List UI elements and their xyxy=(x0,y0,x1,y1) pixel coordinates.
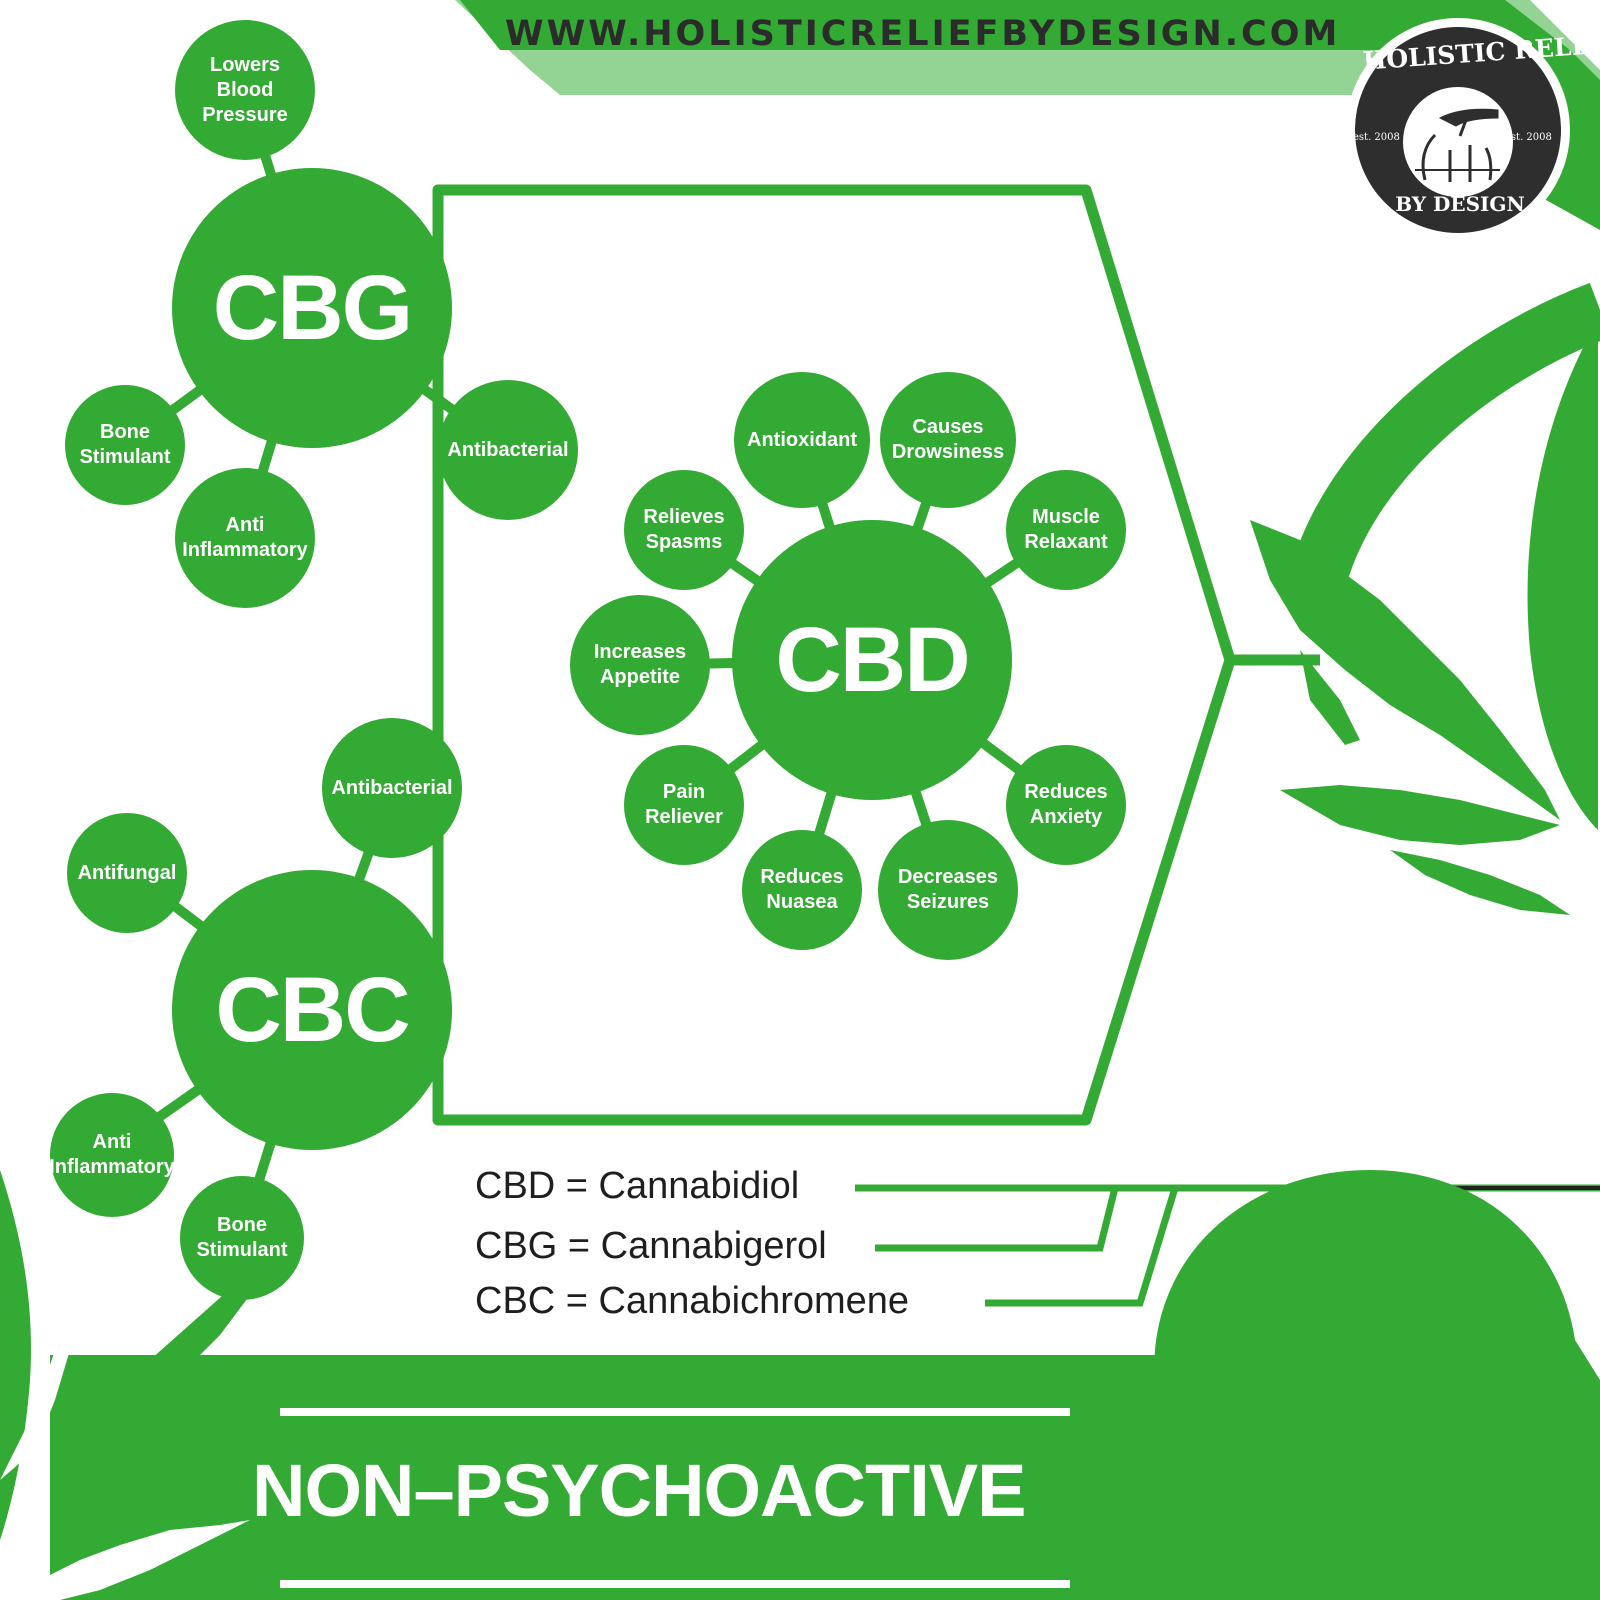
node-cbd-relieves-spasms xyxy=(624,470,744,590)
leaf-right-decoration xyxy=(1250,282,1600,915)
logo-est-left: est. 2008 xyxy=(1353,132,1400,143)
leaf-blade-white xyxy=(0,1520,250,1600)
banner-title: NON–PSYCHOACTIVE xyxy=(252,1449,1026,1532)
website-url[interactable]: WWW.HOLISTICRELIEFBYDESIGN.COM xyxy=(505,14,1341,54)
node-cbd xyxy=(732,520,1012,800)
cbd-benefit-relieves-spasms: Relieves Spasms xyxy=(643,506,725,553)
node-cbd-causes-drowsiness xyxy=(880,372,1016,508)
cbg-title: CBG xyxy=(212,257,413,359)
connector-line-cbg xyxy=(875,1187,1119,1252)
leaf-blade-left xyxy=(1250,520,1560,820)
node-cbd-pain-reliever xyxy=(624,745,744,865)
logo-plants-icon xyxy=(1415,133,1500,182)
logo-hand-shape xyxy=(1438,108,1499,127)
cbc-benefit-antifungal: Antifungal xyxy=(77,861,177,884)
banner-rule-bottom xyxy=(280,1580,1070,1588)
node-cbd-reduces-anxiety xyxy=(1006,745,1126,865)
banner-background xyxy=(50,1355,1200,1600)
leaf-blade-left-upper xyxy=(0,1170,31,1540)
node-cbd-muscle-relaxant xyxy=(1006,470,1126,590)
cbg-benefit-lowers-blood-pressure: Lowers Blood Pressure xyxy=(202,53,288,126)
logo-plant-stem-left xyxy=(1421,133,1437,181)
leaf-arc-decoration xyxy=(1286,282,1600,598)
cbg-benefit-antibacterial: Antibacterial xyxy=(447,438,569,461)
cbd-benefit-reduces-anxiety: Reduces Anxiety xyxy=(1024,781,1108,828)
logo-inner-circle xyxy=(1403,87,1513,197)
cbc-benefit-bone-stimulant: Bone Stimulant xyxy=(196,1214,288,1261)
cbd-benefit-pain-reliever: Pain Reliever xyxy=(645,781,723,828)
cbd-benefit-causes-drowsiness: Causes Drowsiness xyxy=(891,416,1005,463)
node-cbg xyxy=(172,168,452,448)
node-cbd-reduces-nuasea xyxy=(742,830,862,950)
head-silhouette xyxy=(1153,1170,1600,1600)
node-cbd-decreases-seizures xyxy=(878,820,1018,960)
logo-est-right: est. 2008 xyxy=(1505,132,1552,143)
cbc-title: CBC xyxy=(215,959,410,1061)
leaf-stem-detail xyxy=(1300,650,1360,745)
node-cbg-antibacterial xyxy=(438,380,578,520)
cbd-benefit-decreases-seizures: Decreases Seizures xyxy=(897,866,999,913)
cbc-benefit-antibacterial: Antibacterial xyxy=(331,776,453,799)
node-cbc-antifungal xyxy=(67,813,187,933)
logo-plant-stem-far xyxy=(1484,147,1493,181)
legend-cbg: CBG = Cannabigerol xyxy=(475,1225,827,1267)
leaf-bottom-left-decoration xyxy=(0,1170,275,1600)
node-cbc-bone-stimulant xyxy=(180,1176,304,1300)
leaf-blade-lower xyxy=(1280,785,1560,845)
connector-line-cbc xyxy=(985,1186,1179,1307)
logo-hand-icon xyxy=(1438,108,1499,137)
node-cbg-anti-inflammatory xyxy=(175,468,315,608)
graph-nodes xyxy=(50,20,1126,1300)
cbd-benefit-increases-appetite: Increases Appetite xyxy=(593,641,687,688)
logo-bottom-text: BY DESIGN xyxy=(1395,192,1525,216)
node-cbc-anti-inflammatory xyxy=(50,1093,174,1217)
leaf-blade-thin xyxy=(0,1295,75,1480)
node-cbg-lowers-blood-pressure xyxy=(175,20,315,160)
header-dark-band xyxy=(460,0,1600,140)
brand-logo xyxy=(1346,18,1570,242)
leaf-blade-top xyxy=(1527,320,1598,830)
leaf-blade-bottom xyxy=(1390,850,1570,915)
node-cbc-antibacterial xyxy=(322,718,462,858)
legend-cbc: CBC = Cannabichromene xyxy=(475,1280,910,1322)
cbc-benefit-anti-inflammatory: Anti Inflammatory xyxy=(49,1131,175,1178)
node-cbd-antioxidant xyxy=(734,372,870,508)
logo-hand-finger xyxy=(1458,119,1468,137)
cbd-title: CBD xyxy=(775,609,970,711)
cbg-benefit-bone-stimulant: Bone Stimulant xyxy=(79,421,171,468)
cbd-benefit-muscle-relaxant: Muscle Relaxant xyxy=(1024,506,1108,553)
leaf-blade-left-diagonal xyxy=(70,1250,275,1440)
cbg-benefit-anti-inflammatory: Anti Inflammatory xyxy=(182,514,308,561)
banner-rule-top xyxy=(280,1408,1070,1416)
node-cbd-increases-appetite xyxy=(570,595,710,735)
cbd-benefit-antioxidant: Antioxidant xyxy=(747,428,857,451)
node-cbc xyxy=(172,870,452,1150)
cbd-benefit-reduces-nuasea: Reduces Nuasea xyxy=(760,866,844,913)
node-cbg-bone-stimulant xyxy=(65,385,185,505)
legend-cbd: CBD = Cannabidiol xyxy=(475,1165,800,1207)
